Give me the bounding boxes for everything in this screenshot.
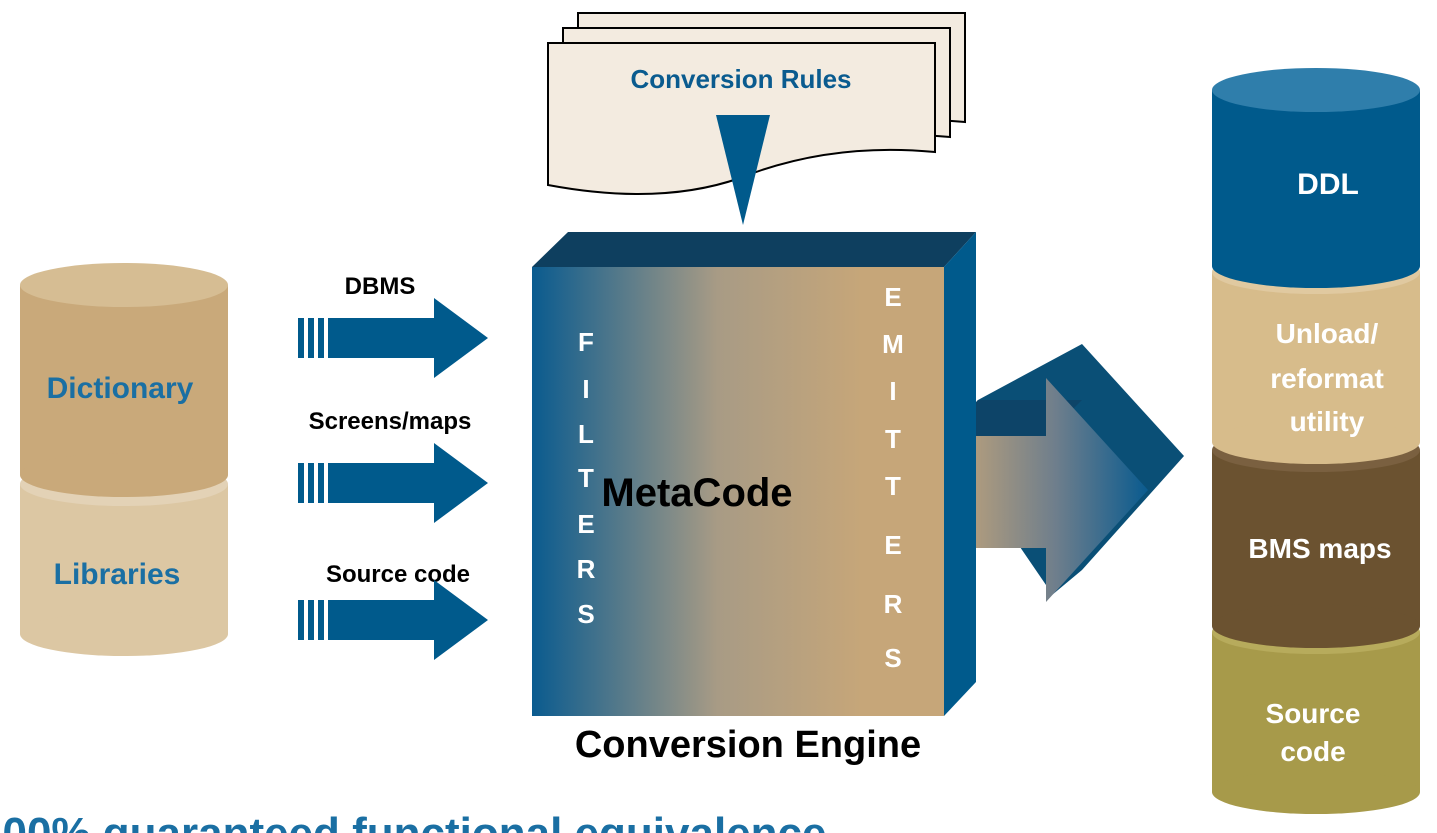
footer-guarantee-text: 100% guaranteed functional equivalence: [0, 809, 826, 833]
input-arrow-screens-maps: Screens/maps: [298, 408, 488, 523]
bms-maps-label: BMS maps: [1248, 533, 1391, 564]
input-arrow-dbms: DBMS: [298, 273, 488, 378]
filters-letter-r: R: [577, 554, 596, 584]
conversion-rules-label: Conversion Rules: [630, 64, 851, 94]
metacode-label: MetaCode: [601, 471, 792, 515]
conversion-rules-documents: Conversion Rules: [547, 12, 966, 195]
dictionary-label: Dictionary: [47, 372, 194, 405]
filters-letter-t: T: [578, 463, 594, 493]
dbms-label: DBMS: [345, 273, 416, 300]
rules-down-arrow: [716, 115, 770, 225]
output-arrow: [944, 344, 1184, 602]
filters-column: F I L T E R S: [577, 327, 596, 629]
filters-letter-s: S: [577, 599, 594, 629]
emitters-letter-m: M: [882, 329, 904, 359]
source-code-input-label: Source code: [326, 561, 470, 588]
input-cylinder-dictionary: Dictionary: [20, 263, 228, 497]
emitters-letter-r: R: [884, 589, 903, 619]
emitters-column: E M I T T E R S: [882, 282, 904, 673]
unload-line-1: Unload/: [1276, 318, 1379, 349]
emitters-letter-s: S: [884, 643, 901, 673]
filters-letter-l: L: [578, 419, 594, 449]
unload-line-3: utility: [1290, 406, 1365, 437]
conversion-engine-caption: Conversion Engine: [575, 724, 921, 766]
source-code-output-line-2: code: [1280, 736, 1345, 767]
input-arrow-source-code: Source code: [298, 561, 488, 660]
emitters-letter-e: E: [884, 282, 901, 312]
unload-line-2: reformat: [1270, 363, 1384, 394]
filters-letter-i: I: [582, 374, 589, 404]
emitters-letter-t1: T: [885, 424, 901, 454]
filters-letter-f: F: [578, 327, 594, 357]
ddl-label: DDL: [1297, 168, 1359, 201]
emitters-letter-e2: E: [884, 530, 901, 560]
libraries-label: Libraries: [54, 558, 181, 591]
source-code-output-line-1: Source: [1266, 698, 1361, 729]
screens-maps-label: Screens/maps: [309, 408, 472, 435]
output-cylinder-ddl: DDL: [1212, 68, 1420, 288]
conversion-engine-block: MetaCode: [532, 232, 976, 716]
filters-letter-e: E: [577, 509, 594, 539]
emitters-letter-i: I: [889, 376, 896, 406]
emitters-letter-t2: T: [885, 471, 901, 501]
